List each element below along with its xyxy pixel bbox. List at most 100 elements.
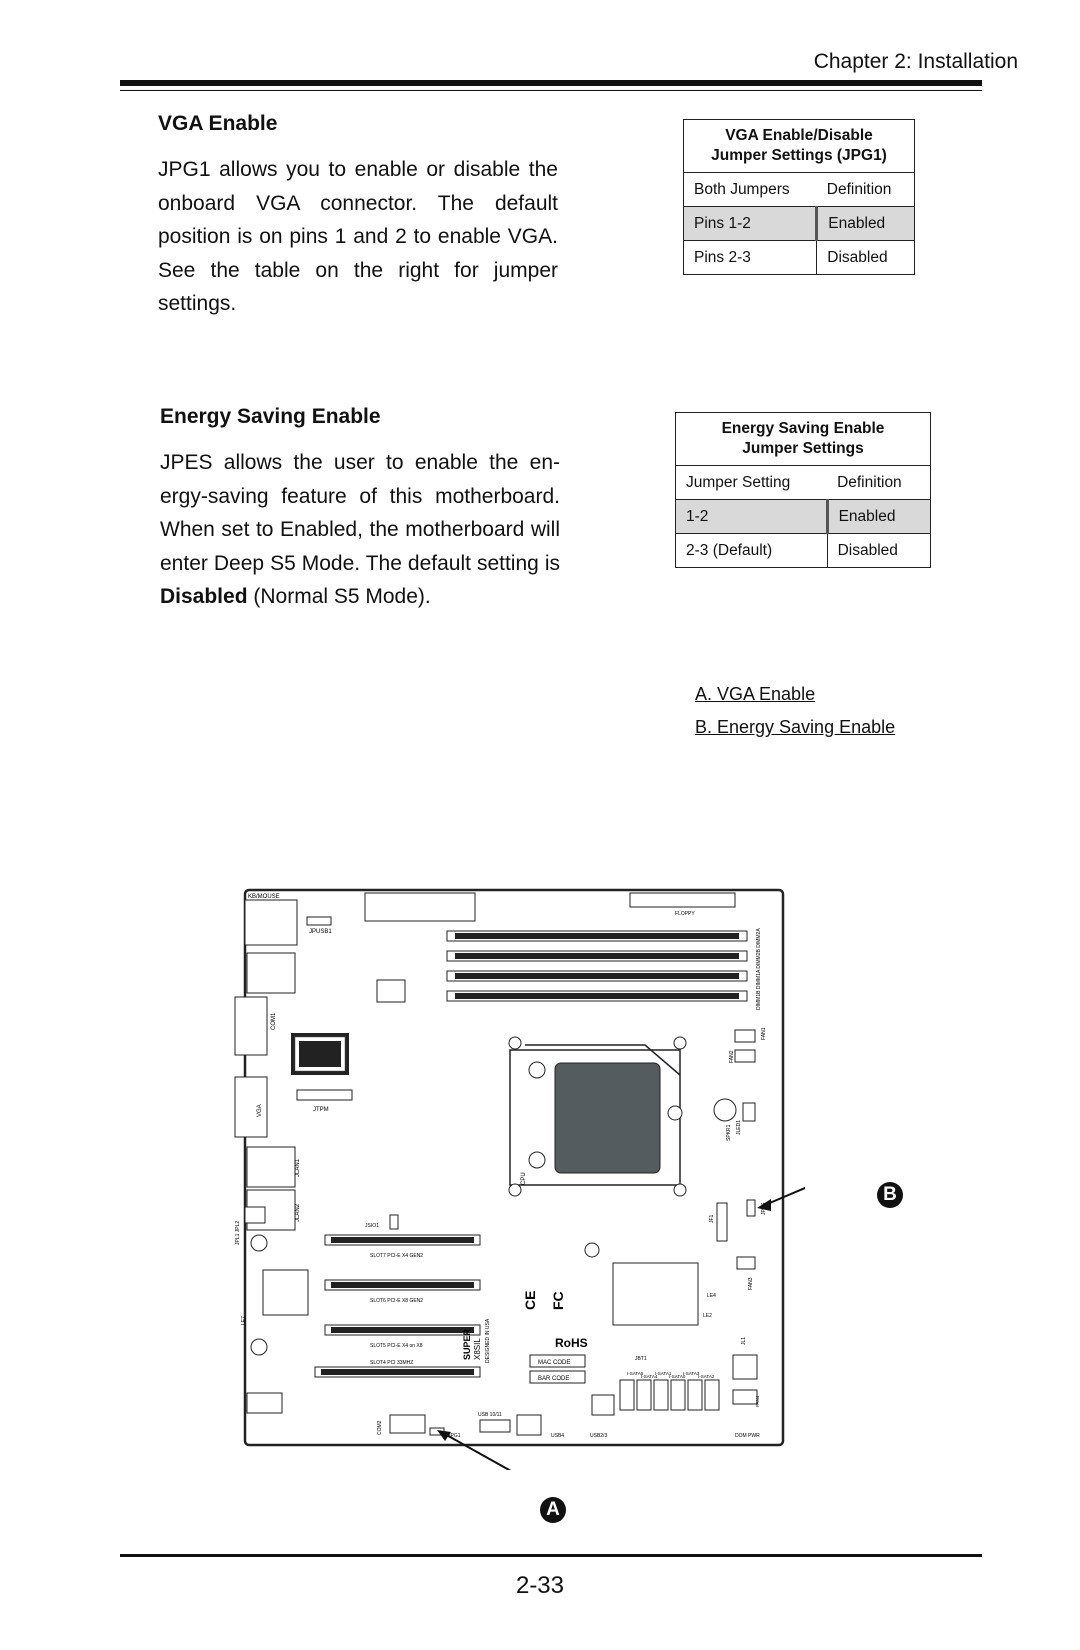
vga-paragraph: JPG1 allows you to enable or disable the… <box>158 158 558 315</box>
table-row: 1-2 Enabled <box>675 499 932 534</box>
mount-hole <box>250 1234 268 1252</box>
label-domp: DOM PWR <box>735 1433 760 1439</box>
fan1-header <box>734 1029 756 1043</box>
label-vga: VGA <box>257 1104 263 1117</box>
label-com2: COM2 <box>377 1420 383 1435</box>
label-sata5: I-SATA5 <box>627 1371 644 1376</box>
bottom-chip <box>246 1392 283 1414</box>
label-jsio: JSIO1 <box>365 1223 379 1229</box>
label-sata4: I-SATA4 <box>641 1374 658 1379</box>
energy-table-title-line1: Energy Saving Enable <box>721 420 885 437</box>
vga-heading: VGA Enable <box>158 112 278 135</box>
callout-a-arrowhead <box>437 1430 451 1441</box>
label-jbt1: JBT1 <box>635 1356 647 1362</box>
page-number: 2-33 <box>515 1572 565 1599</box>
fan4-header <box>732 1389 758 1405</box>
legend-b: B. Energy Saving Enable <box>695 717 896 737</box>
label-fan1: FAN1 <box>761 1027 767 1040</box>
usb-header <box>732 1354 758 1380</box>
label-usb4: USB4 <box>551 1433 564 1439</box>
energy-text-end: (Normal S5 Mode). <box>247 585 431 608</box>
callout-b: B <box>877 1182 903 1208</box>
jf1-header <box>716 1202 728 1242</box>
com1-port <box>234 996 268 1056</box>
vga-jumper-table: VGA Enable/Disable Jumper Settings (JPG1… <box>682 119 915 275</box>
label-le4: LE4 <box>707 1293 716 1299</box>
vga-table-title: VGA Enable/Disable Jumper Settings (JPG1… <box>683 119 915 173</box>
chipset-chip <box>612 1262 699 1326</box>
label-slot5: SLOT5 PCI-E X4 on X8 <box>370 1343 423 1349</box>
label-x8sil: X8SIL <box>473 1338 482 1360</box>
label-jpl: JPL1 JPL2 <box>235 1221 241 1245</box>
label-spk: SPKR1 <box>726 1124 732 1141</box>
label-dimm: DIMM1B DIMM1A DIMM2B DIMM2A <box>756 928 762 1010</box>
mount-hole <box>508 1183 522 1197</box>
usb1011-header <box>479 1419 511 1433</box>
label-kbmouse: KB/MOUSE <box>248 894 280 900</box>
label-le2: LE2 <box>703 1313 712 1319</box>
sata-connectors <box>619 1379 720 1411</box>
label-designed: DESIGNED IN USA <box>485 1318 491 1363</box>
label-sata0: I-SATA0 <box>669 1374 686 1379</box>
table-cell: Enabled <box>815 206 915 241</box>
chapter-title: Chapter 2: Installation <box>813 50 1018 73</box>
callout-a: A <box>540 1497 566 1523</box>
energy-text-bold: Disabled <box>160 585 248 608</box>
com2-header <box>389 1414 426 1434</box>
legend-a: A. VGA Enable <box>695 684 816 704</box>
usb23-header <box>591 1394 615 1416</box>
table-cell: Enabled <box>825 499 932 534</box>
label-fan4: FAN4 <box>755 1395 760 1407</box>
mount-hole <box>584 1242 600 1258</box>
table-row: Pins 2-3 Disabled <box>682 240 915 275</box>
battery <box>713 1098 737 1122</box>
table-cell: Disabled <box>816 240 915 275</box>
jpes-jumper <box>746 1199 756 1217</box>
atx-power-connector <box>364 892 476 922</box>
energy-table-col2: Definition <box>827 465 932 500</box>
label-le7: LE7 <box>241 1316 247 1325</box>
label-jtpm: JTPM <box>313 1107 329 1113</box>
energy-jumper-table: Energy Saving Enable Jumper Settings Jum… <box>675 412 932 568</box>
table-row: 2-3 (Default) Disabled <box>675 533 932 568</box>
energy-table-title: Energy Saving Enable Jumper Settings <box>675 412 931 466</box>
mount-hole <box>673 1183 687 1197</box>
vga-table-title-line1: VGA Enable/Disable <box>725 127 873 144</box>
label-fan2: FAN2 <box>729 1050 735 1063</box>
label-super: SUPER <box>462 1328 472 1360</box>
mount-hole <box>673 1036 687 1050</box>
mac-code-box <box>529 1354 586 1368</box>
jpl-jumpers <box>244 1206 266 1224</box>
label-rohs: RoHS <box>555 1336 588 1350</box>
energy-heading: Energy Saving Enable <box>160 405 381 428</box>
usb4-port <box>516 1414 542 1436</box>
label-floppy: FLOPPY <box>675 911 695 917</box>
jsio-jumper <box>389 1214 399 1230</box>
cpu-socket <box>509 1044 683 1186</box>
fan2-header <box>734 1049 756 1063</box>
label-jf1: JF1 <box>709 1214 715 1223</box>
label-com1: COM1 <box>271 1012 277 1030</box>
usb-port-stack <box>246 952 296 994</box>
table-cell: Pins 2-3 <box>682 240 818 275</box>
vga-table-col2: Definition <box>816 172 915 207</box>
label-fan3: FAN3 <box>748 1277 754 1290</box>
jtpm-header <box>296 1089 353 1101</box>
label-sata2: I-SATA2 <box>698 1374 715 1379</box>
motherboard-svg: KB/MOUSE JPUSB1 COM1 VGA JLAN1 JLAN2 JTP… <box>234 888 846 1481</box>
label-slot6: SLOT6 PCI-E X8 GEN2 <box>370 1298 423 1304</box>
mount-hole <box>250 1338 268 1356</box>
label-jl1: JL1 <box>741 1337 747 1345</box>
label-ce: CE <box>522 1291 538 1310</box>
table-cell: Disabled <box>826 533 932 568</box>
label-sata3: I-SATA3 <box>683 1371 700 1376</box>
energy-paragraph: JPES allows the user to enable the en-er… <box>160 446 560 614</box>
header-rule-thin <box>120 90 982 91</box>
label-slot7: SLOT7 PCI-E X4 GEN2 <box>370 1253 423 1259</box>
callout-b-arrowhead <box>757 1199 771 1211</box>
floppy-connector <box>629 892 736 908</box>
table-cell: Pins 1-2 <box>682 206 818 241</box>
table-cell: 2-3 (Default) <box>675 533 828 568</box>
label-fcc: FC <box>550 1291 566 1310</box>
label-usb23: USB2/3 <box>590 1433 607 1439</box>
